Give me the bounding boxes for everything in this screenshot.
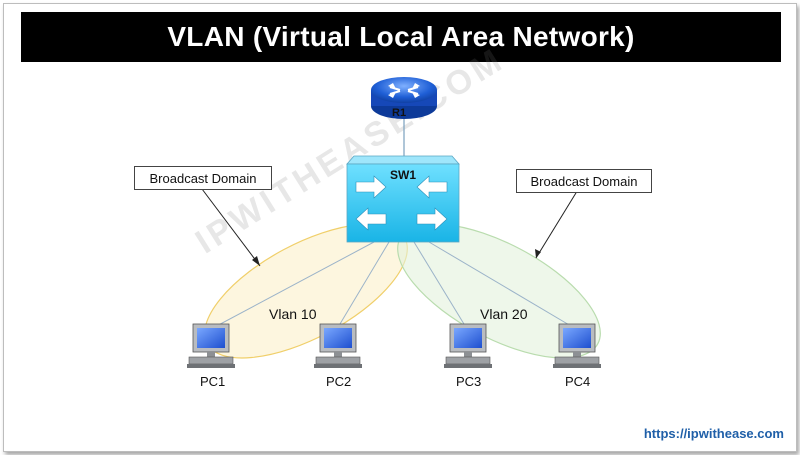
site-url-link[interactable]: https://ipwithease.com bbox=[643, 426, 784, 441]
pc4-label: PC4 bbox=[565, 374, 591, 389]
pc1-label: PC1 bbox=[200, 374, 226, 389]
pc3-label: PC3 bbox=[456, 374, 482, 389]
vlan10-label: Vlan 10 bbox=[269, 306, 317, 322]
pc4-computer-icon bbox=[553, 323, 601, 368]
pc1-computer-icon bbox=[187, 323, 235, 368]
arrowhead-left bbox=[252, 256, 260, 266]
arrowhead-right bbox=[535, 249, 541, 258]
broadcast-domain-label-right: Broadcast Domain bbox=[516, 169, 652, 193]
link-sw1-pc2 bbox=[336, 241, 390, 330]
broadcast-domain-label-left: Broadcast Domain bbox=[134, 166, 272, 190]
pc2-computer-icon bbox=[314, 323, 362, 368]
diagram-frame: VLAN (Virtual Local Area Network) IPWITH… bbox=[3, 3, 797, 452]
router-icon bbox=[371, 77, 437, 119]
arrow-broadcast-right bbox=[535, 187, 580, 259]
switch-icon bbox=[346, 155, 460, 243]
pc2-label: PC2 bbox=[326, 374, 352, 389]
network-diagram bbox=[187, 77, 601, 368]
pc3-computer-icon bbox=[444, 323, 492, 368]
page-title: VLAN (Virtual Local Area Network) bbox=[21, 12, 781, 62]
arrow-broadcast-left bbox=[198, 184, 261, 267]
vlan20-label: Vlan 20 bbox=[480, 306, 528, 322]
switch-label: SW1 bbox=[390, 168, 417, 182]
link-sw1-pc4 bbox=[428, 241, 577, 330]
link-sw1-pc1 bbox=[210, 241, 375, 330]
router-label: R1 bbox=[392, 107, 407, 119]
link-sw1-pc3 bbox=[413, 241, 468, 330]
